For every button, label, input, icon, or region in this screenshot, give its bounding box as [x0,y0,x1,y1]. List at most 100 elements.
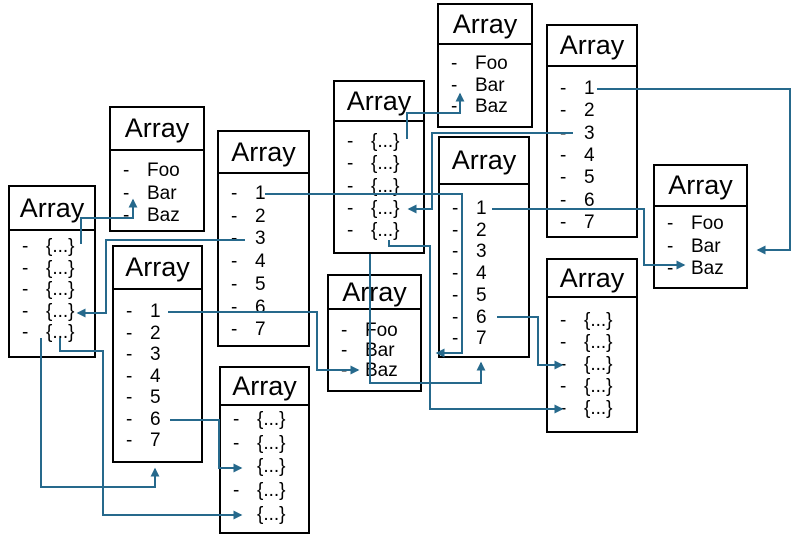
array-node-items: -1-2-3-4-5-6-7 [440,138,528,356]
array-node-items: -Foo-Bar-Baz [111,108,203,230]
list-item-dash: - [22,322,29,343]
list-item-label: 2 [150,322,161,344]
list-item: -Baz [329,360,420,382]
list-item: -{...} [335,198,423,220]
array-node-items: -1-2-3-4-5-6-7 [114,247,201,461]
list-item-label: {...} [46,279,75,300]
list-item-label: 5 [150,387,161,408]
list-item-label: Bar [365,340,395,361]
array-numbers-3: Array -1-2-3-4-5-6-7 [438,136,530,358]
array-node-title: Array [439,5,531,45]
list-item-label: {...} [371,197,400,219]
list-item: -{...} [221,456,308,478]
array-node-title: Array [219,132,308,174]
list-item-label: 2 [476,219,487,241]
array-left: Array -{...}-{...}-{...}-{...}-{...} [8,185,96,358]
array-node-items: -{...}-{...}-{...}-{...}-{...} [335,82,423,252]
list-item-label: 5 [255,273,266,295]
array-node-items: -{...}-{...}-{...}-{...}-{...} [221,368,308,532]
array-node-items: -{...}-{...}-{...}-{...}-{...} [548,260,636,431]
list-item-dash: - [560,122,567,144]
list-item-dash: - [452,241,459,263]
list-item-dash: - [560,167,567,189]
list-item-label: 7 [150,430,161,451]
list-item: -6 [114,409,201,431]
list-item: -{...} [548,376,636,398]
list-item-label: {...} [371,153,400,175]
list-item-dash: - [231,205,238,227]
list-item-label: 3 [150,344,161,365]
list-item: -3 [548,123,636,145]
list-item-dash: - [560,189,567,211]
list-item: -{...} [10,301,94,323]
list-item: -3 [219,228,308,250]
list-item: -{...} [335,153,423,175]
list-item: -5 [440,285,528,307]
list-item-dash: - [452,219,459,241]
list-item-dash: - [667,235,674,257]
list-item-label: 4 [476,263,487,285]
list-item-label: Foo [691,213,724,234]
list-item-label: 1 [476,198,487,219]
list-item-dash: - [452,284,459,306]
list-item: -Bar [111,183,203,205]
list-item: -2 [114,323,201,345]
list-item-dash: - [233,456,240,478]
list-item-label: 1 [584,78,595,99]
list-item-label: {...} [46,257,75,279]
array-node-title: Array [10,187,94,231]
list-item: -Bar [439,75,531,97]
list-item: -5 [548,167,636,189]
list-item: -4 [219,251,308,273]
list-item: -5 [114,387,201,409]
list-item: -{...} [548,398,636,420]
array-node-items: -Foo-Bar-Baz [655,166,746,287]
list-item: -{...} [221,504,308,526]
list-item: -4 [548,145,636,167]
list-item-dash: - [347,131,354,152]
list-item-label: {...} [371,131,400,152]
list-item-dash: - [126,344,133,365]
list-item: -2 [440,220,528,242]
list-item-dash: - [126,301,133,322]
list-item-label: {...} [257,409,286,430]
list-item-label: {...} [257,456,286,478]
list-item-dash: - [560,144,567,166]
list-item-label: 6 [476,306,487,328]
list-item-dash: - [231,296,238,318]
array-node-title: Array [548,260,636,298]
array-node-title: Array [221,368,308,406]
list-item-dash: - [231,183,238,204]
list-item-dash: - [667,258,674,279]
list-item-label: {...} [257,503,286,525]
list-item-dash: - [452,328,459,350]
array-node-items: -1-2-3-4-5-6-7 [548,26,636,236]
list-item: -Foo [439,53,531,75]
list-item-dash: - [126,387,133,408]
array-node-title: Array [111,108,203,151]
list-item: -4 [440,263,528,285]
list-item-dash: - [22,257,29,279]
list-item-dash: - [123,160,130,181]
list-item: -{...} [221,433,308,455]
list-item: -{...} [221,409,308,431]
list-item-label: {...} [371,175,400,197]
list-item-label: 1 [255,183,266,204]
list-item-label: 1 [150,301,161,322]
array-node-title: Array [335,82,423,122]
array-numbers-4: Array -1-2-3-4-5-6-7 [546,24,638,238]
list-item-dash: - [126,430,133,451]
list-item-dash: - [341,360,348,381]
list-item-label: Baz [147,205,180,226]
array-foobar-3: Array -Foo-Bar-Baz [437,3,533,128]
list-item-dash: - [560,211,567,233]
array-node-title: Array [548,26,636,67]
array-numbers-1: Array -1-2-3-4-5-6-7 [112,245,203,463]
list-item-label: {...} [257,432,286,454]
list-item-label: Baz [475,96,508,117]
list-item: -7 [548,212,636,234]
list-item: -1 [440,198,528,220]
array-node-items: -Foo-Bar-Baz [329,276,420,390]
list-item-label: Bar [475,74,505,96]
list-item: -2 [219,206,308,228]
